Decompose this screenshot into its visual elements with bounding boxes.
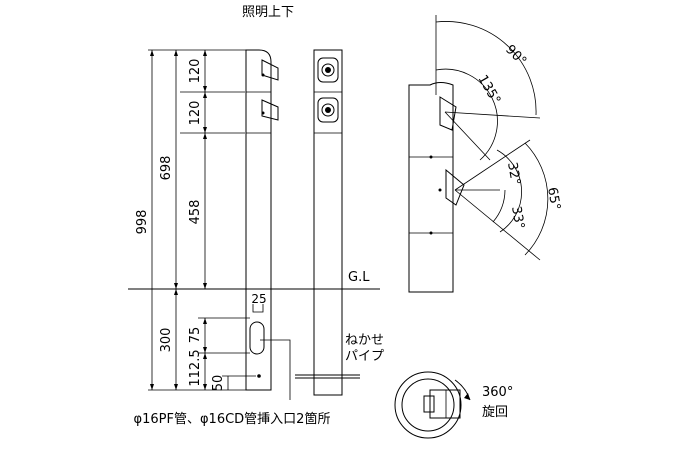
dim-bottom-offset: 50 (211, 375, 226, 392)
dim-top-section: 120 (188, 59, 203, 84)
angle-upper-narrow: 135° (475, 73, 504, 108)
dim-above-ground: 698 (159, 156, 174, 181)
angle-lower-up: 32° (504, 161, 523, 186)
rotation-label-line1: 360° (482, 385, 513, 400)
dim-inlet-width: 25 (251, 292, 266, 306)
pipe-label-line2: パイプ (345, 349, 384, 364)
inlet-note: φ16PF管、φ16CD管挿入口2箇所 (134, 411, 331, 427)
diagram-title: 照明上下 (242, 5, 294, 20)
pole-side-view (245, 49, 279, 391)
rotation-view (394, 371, 471, 439)
angle-upper-wide: 90° (502, 42, 529, 69)
angle-lower-down: 33° (508, 205, 527, 230)
pipe-label-line1: ねかせ (345, 333, 384, 348)
inlet-leader (260, 339, 291, 400)
dim-inlet-height: 112.5 (188, 349, 203, 386)
pole-angle-view (408, 15, 549, 293)
dim-inlet-offset: 75 (188, 327, 203, 344)
dim-second-section: 120 (188, 101, 203, 126)
dim-total: 998 (135, 210, 150, 235)
dimension-lines (148, 49, 256, 391)
dim-below-ground: 300 (159, 328, 174, 353)
angle-lower-wide: 65° (544, 186, 563, 211)
pole-front-view (295, 49, 360, 396)
ground-label: G.L (348, 270, 370, 285)
rotation-label-line2: 旋回 (482, 405, 508, 420)
dim-lower-section: 458 (188, 200, 203, 225)
